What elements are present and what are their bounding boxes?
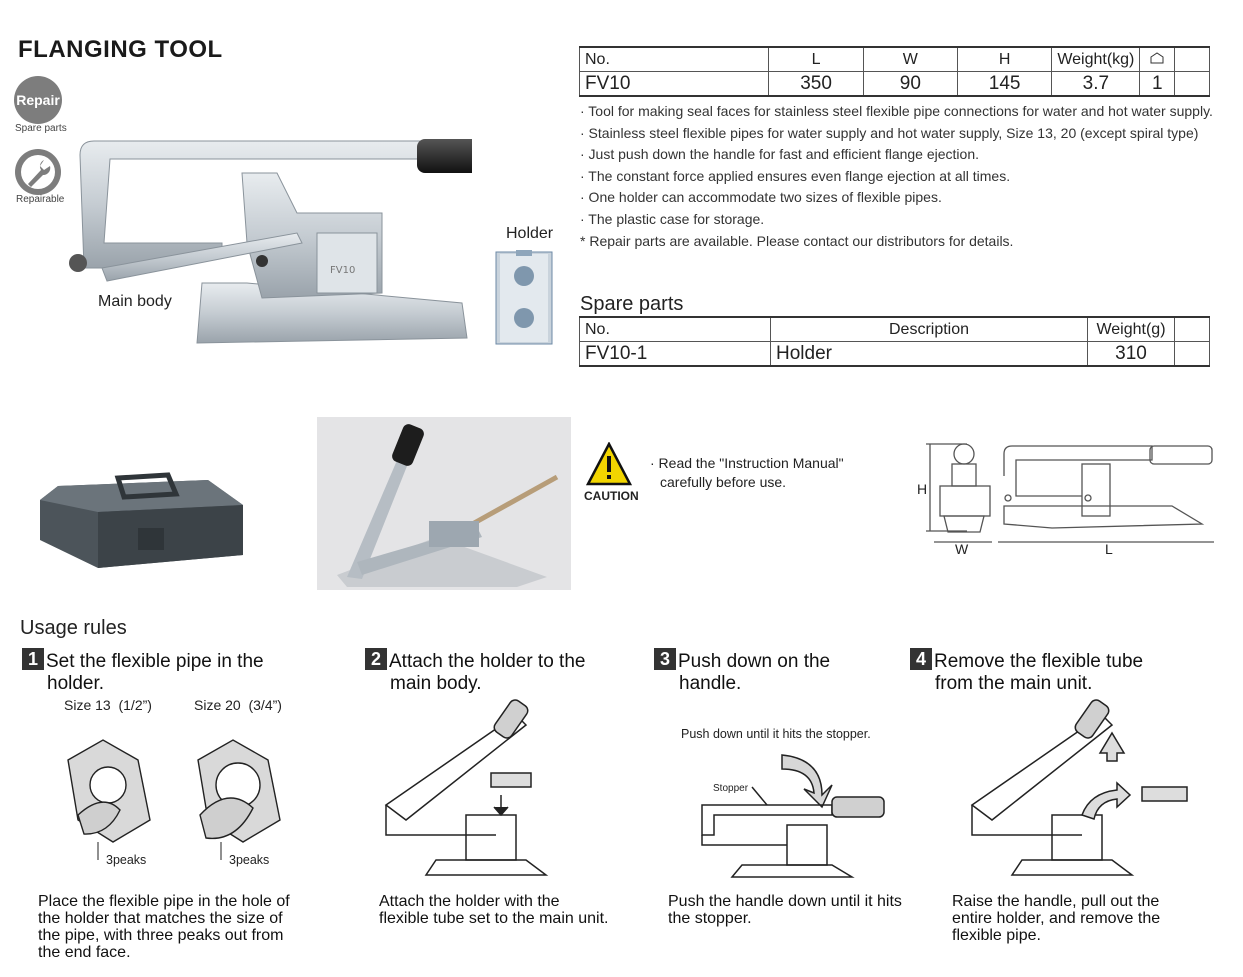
step-1-desc-line: the holder that matches the size of bbox=[38, 910, 283, 927]
holder-caption: Holder bbox=[506, 225, 554, 242]
step-4-title-line2: from the main unit. bbox=[935, 673, 1093, 694]
list-item: · Just push down the handle for fast and… bbox=[580, 146, 979, 163]
plastic-case-image bbox=[40, 472, 243, 568]
caution-icon bbox=[586, 442, 632, 486]
list-item: · One holder can accommodate two sizes o… bbox=[580, 189, 942, 206]
list-item: · The constant force applied ensures eve… bbox=[580, 167, 1011, 184]
step-4-description: Raise the handle, pull out the entire ho… bbox=[952, 893, 1160, 944]
step-1-desc-line: the end face. bbox=[38, 944, 131, 961]
step-1-number: 1 bbox=[22, 648, 44, 670]
step-1-title-line2: holder. bbox=[47, 673, 105, 694]
caution-text-line1: · Read the "Instruction Manual" bbox=[650, 455, 844, 471]
step-2-illustration bbox=[384, 699, 549, 876]
step-3-title-line2: handle. bbox=[679, 673, 742, 694]
spec-cell-l: 350 bbox=[768, 71, 864, 97]
spare-header-blank bbox=[1174, 316, 1210, 342]
step-2-number: 2 bbox=[365, 648, 387, 670]
step-2-title-line1: Attach the holder to the bbox=[389, 651, 586, 672]
step-4-desc-line: flexible pipe. bbox=[952, 927, 1041, 944]
step-2-description: Attach the holder with the flexible tube… bbox=[379, 893, 608, 927]
push-note: Push down until it hits the stopper. bbox=[681, 727, 871, 741]
main-body-image: FV10 bbox=[69, 139, 472, 344]
size13-label: Size 13 (1/2”) bbox=[64, 697, 152, 713]
spare-parts-title: Spare parts bbox=[580, 293, 684, 315]
size20-label: Size 20 (3/4”) bbox=[194, 697, 282, 713]
step-1-title-line1: Set the flexible pipe in the bbox=[46, 651, 264, 672]
spare-parts-table: No. Description Weight(g) FV10-1 Holder … bbox=[579, 316, 1210, 367]
step-1-desc-line: Place the flexible pipe in the hole of bbox=[38, 893, 290, 910]
dimension-w-label: W bbox=[955, 541, 969, 557]
main-body-caption: Main body bbox=[98, 293, 172, 310]
spec-cell-qty: 1 bbox=[1139, 71, 1176, 97]
step-2-desc-line: Attach the holder with the bbox=[379, 893, 560, 910]
list-item: · Stainless steel flexible pipes for wat… bbox=[580, 124, 1199, 141]
spec-header-w: W bbox=[862, 46, 958, 72]
step-3-description: Push the handle down until it hits the s… bbox=[668, 893, 902, 927]
spare-header-no: No. bbox=[579, 316, 771, 342]
step-4-illustration bbox=[970, 699, 1188, 876]
package-icon bbox=[1150, 51, 1164, 63]
spec-header-blank bbox=[1174, 46, 1210, 72]
step-3-desc-line: Push the handle down until it hits bbox=[668, 893, 902, 910]
step-3-desc-line: the stopper. bbox=[668, 910, 752, 927]
tool-in-use-photo bbox=[317, 417, 571, 590]
step-3-title-line1: Push down on the bbox=[678, 651, 831, 672]
spec-cell-h: 145 bbox=[956, 71, 1053, 97]
spec-cell-weight: 3.7 bbox=[1051, 71, 1141, 97]
step-4-number: 4 bbox=[910, 648, 932, 670]
step-1-desc-line: the pipe, with three peaks out from bbox=[38, 927, 284, 944]
step-4-desc-line: Raise the handle, pull out the bbox=[952, 893, 1160, 910]
spec-header-no: No. bbox=[578, 46, 770, 72]
list-item: · Tool for making seal faces for stainle… bbox=[580, 103, 1213, 119]
repairable-badge-caption: Repairable bbox=[16, 194, 65, 205]
spare-cell-weight: 310 bbox=[1087, 341, 1175, 367]
spec-cell-w: 90 bbox=[862, 71, 958, 97]
peaks-label-20: 3peaks bbox=[229, 853, 270, 867]
list-item: · The plastic case for storage. bbox=[580, 210, 765, 227]
holder-image bbox=[495, 250, 553, 345]
list-item: * Repair parts are available. Please con… bbox=[580, 232, 1014, 249]
dimension-h-label: H bbox=[917, 481, 928, 497]
spare-header-description: Description bbox=[770, 316, 1088, 342]
step-4-title-line1: Remove the flexible tube bbox=[934, 651, 1144, 672]
step-3-illustration bbox=[701, 754, 885, 878]
wrench-icon bbox=[15, 149, 61, 195]
spec-table: No. L W H Weight(kg) FV10 350 90 145 3.7… bbox=[578, 46, 1210, 97]
repair-badge: Repair bbox=[14, 76, 62, 124]
spare-cell-description: Holder bbox=[770, 341, 1088, 367]
stopper-label: Stopper bbox=[713, 783, 749, 794]
dimension-drawing bbox=[926, 443, 1214, 543]
step-4-desc-line: entire holder, and remove the bbox=[952, 910, 1161, 927]
spec-cell-blank bbox=[1174, 71, 1210, 97]
step-2-title-line2: main body. bbox=[390, 673, 482, 694]
spec-header-qty bbox=[1139, 46, 1176, 72]
svg-text:FV10: FV10 bbox=[330, 265, 355, 276]
spec-cell-no: FV10 bbox=[578, 71, 770, 97]
step-3-number: 3 bbox=[654, 648, 676, 670]
peaks-label-13: 3peaks bbox=[106, 853, 147, 867]
table-row: FV10 350 90 145 3.7 1 bbox=[578, 71, 1210, 97]
spec-header-weight: Weight(kg) bbox=[1051, 46, 1141, 72]
spare-cell-blank bbox=[1174, 341, 1210, 367]
spec-header-h: H bbox=[956, 46, 1053, 72]
step-1-description: Place the flexible pipe in the hole of t… bbox=[38, 893, 290, 961]
page-title: FLANGING TOOL bbox=[18, 36, 223, 63]
spare-cell-no: FV10-1 bbox=[579, 341, 771, 367]
dimension-l-label: L bbox=[1105, 541, 1113, 557]
spec-header-l: L bbox=[768, 46, 864, 72]
usage-title: Usage rules bbox=[20, 617, 127, 639]
table-row: FV10-1 Holder 310 bbox=[579, 341, 1210, 367]
repair-badge-caption: Spare parts bbox=[15, 123, 67, 134]
spare-header-weight: Weight(g) bbox=[1087, 316, 1175, 342]
caution-label: CAUTION bbox=[584, 489, 639, 503]
feature-list: · Tool for making seal faces for stainle… bbox=[580, 101, 1215, 252]
caution-text-line2: carefully before use. bbox=[660, 474, 787, 490]
holder-pipe-illustration bbox=[67, 739, 281, 860]
step-2-desc-line: flexible tube set to the main unit. bbox=[379, 910, 609, 927]
